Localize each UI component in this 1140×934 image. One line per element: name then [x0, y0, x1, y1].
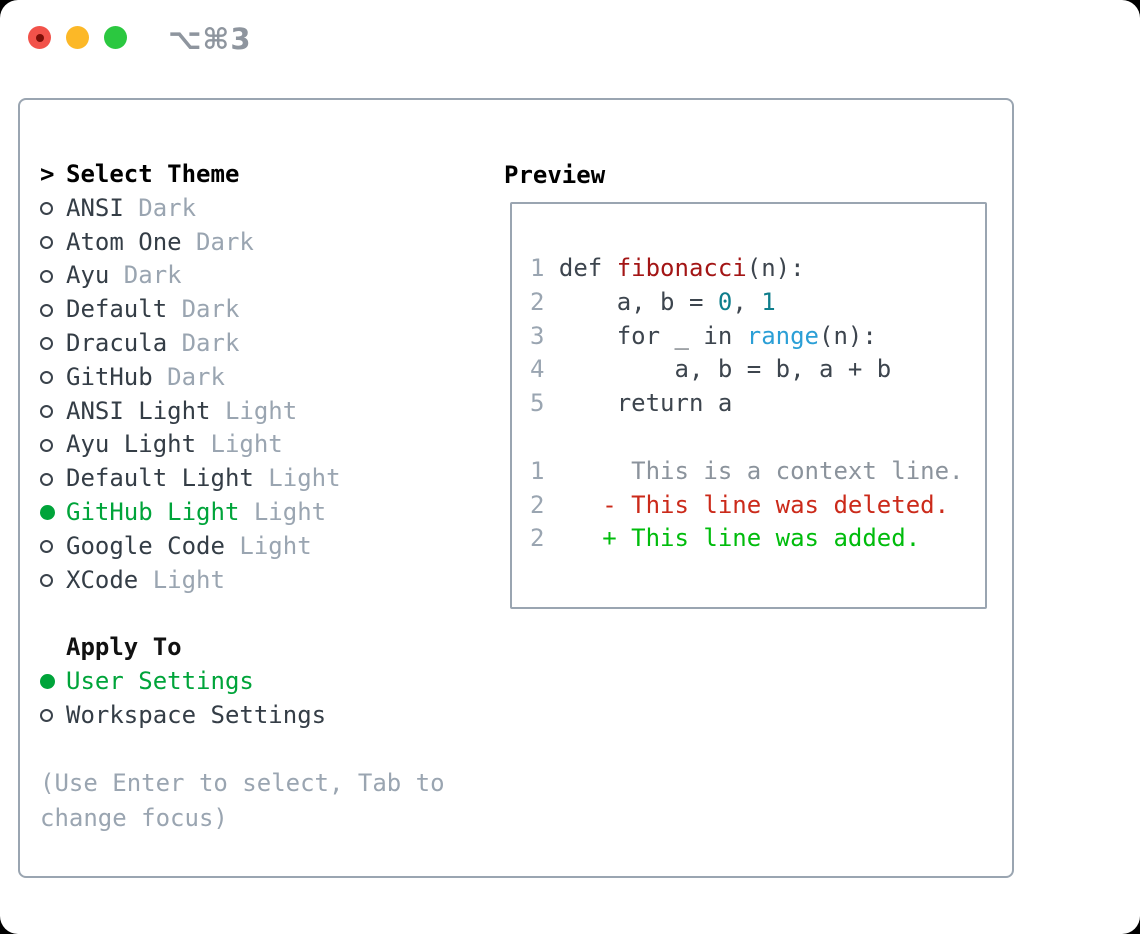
theme-item-ayu[interactable]: Ayu Dark: [40, 259, 480, 293]
preview-code-line: 2 - This line was deleted.: [530, 490, 950, 519]
preview-code-line: 1 def fibonacci(n):: [530, 254, 805, 282]
window-title: ⌥⌘3: [168, 22, 252, 56]
theme-item-atom-one[interactable]: Atom One Dark: [40, 226, 480, 260]
theme-item-xcode[interactable]: XCode Light: [40, 564, 480, 598]
theme-item-google-code[interactable]: Google Code Light: [40, 530, 480, 564]
select-theme-label: Select Theme: [66, 160, 240, 188]
item-variant-tag: Dark: [109, 261, 182, 290]
select-theme-header: > Select Theme: [40, 158, 480, 192]
item-variant-tag: Light: [253, 464, 341, 493]
item-label: Ayu: [66, 261, 110, 290]
item-label: Default: [66, 295, 168, 324]
apply-option-user-settings[interactable]: User Settings: [40, 665, 480, 699]
radio-unselected-icon: [40, 303, 53, 317]
preview-code-line: 5 return a: [530, 389, 733, 418]
theme-item-default[interactable]: Default Dark: [40, 293, 480, 327]
item-variant-tag: Dark: [152, 362, 225, 391]
theme-item-github[interactable]: GitHub Dark: [40, 361, 480, 395]
radio-unselected-icon: [40, 540, 53, 554]
item-variant-tag: Light: [138, 565, 225, 594]
theme-preview-box: 1 def fibonacci(n): 2 a, b = 0, 1 3 for _ …: [510, 202, 987, 609]
item-label: Dracula: [66, 328, 168, 357]
preview-code-line: 1 This is a context line.: [530, 456, 964, 485]
close-button[interactable]: [28, 26, 51, 49]
radio-unselected-icon: [40, 709, 53, 723]
item-label: Workspace Settings: [66, 700, 327, 729]
theme-item-default-light[interactable]: Default Light Light: [40, 462, 480, 496]
radio-selected-icon: [40, 505, 55, 521]
preview-code-line: 2 + This line was added.: [530, 524, 921, 553]
item-label: Google Code: [66, 531, 225, 560]
item-variant-tag: Dark: [167, 328, 240, 357]
apply-option-workspace-settings[interactable]: Workspace Settings: [40, 699, 480, 733]
item-label: GitHub Light: [66, 497, 240, 526]
item-label: ANSI: [66, 193, 124, 222]
preview-code-line: 2 a, b = 0, 1: [530, 287, 776, 316]
cursor-marker: >: [40, 158, 66, 192]
radio-unselected-icon: [40, 472, 53, 486]
item-variant-tag: Light: [196, 430, 283, 459]
theme-item-dracula[interactable]: Dracula Dark: [40, 327, 480, 361]
preview-code-line: 4 a, b = b, a + b: [530, 355, 892, 384]
item-variant-tag: Light: [210, 396, 298, 425]
keyboard-hint: (Use Enter to select, Tab to change focu…: [40, 769, 445, 832]
item-label: ANSI Light: [66, 396, 211, 425]
theme-item-ansi-light[interactable]: ANSI Light Light: [40, 395, 480, 429]
item-variant-tag: Dark: [167, 295, 240, 324]
item-variant-tag: Light: [239, 497, 327, 526]
theme-item-ayu-light[interactable]: Ayu Light Light: [40, 428, 480, 462]
apply-to-header-row: Apply To: [40, 631, 480, 665]
theme-item-github-light[interactable]: GitHub Light Light: [40, 496, 480, 530]
radio-unselected-icon: [40, 202, 53, 216]
theme-item-ansi[interactable]: ANSI Dark: [40, 192, 480, 226]
radio-selected-icon: [40, 674, 55, 690]
radio-unselected-icon: [40, 371, 53, 385]
radio-unselected-icon: [40, 404, 53, 418]
item-variant-tag: Dark: [181, 227, 254, 256]
close-dot-icon: [35, 33, 44, 42]
item-label: Default Light: [66, 464, 254, 493]
apply-to-label: Apply To: [66, 633, 182, 662]
radio-unselected-icon: [40, 235, 53, 249]
preview-label: Preview: [504, 160, 606, 189]
preview-code-line: 3 for _ in range(n):: [530, 321, 877, 350]
radio-unselected-icon: [40, 269, 53, 283]
item-label: Atom One: [66, 227, 182, 256]
minimize-button[interactable]: [66, 26, 89, 49]
item-label: User Settings: [66, 666, 254, 695]
item-label: XCode: [66, 565, 139, 594]
preview-code-line: [530, 421, 985, 455]
zoom-button[interactable]: [104, 26, 127, 49]
item-variant-tag: Dark: [123, 193, 197, 222]
cursor-icon: >: [40, 160, 55, 188]
radio-unselected-icon: [40, 573, 53, 587]
radio-unselected-icon: [40, 337, 53, 351]
traffic-lights: [28, 26, 127, 49]
radio-unselected-icon: [40, 438, 53, 452]
item-variant-tag: Light: [224, 531, 312, 560]
item-label: Ayu Light: [66, 430, 197, 459]
titlebar: ⌥⌘3: [0, 0, 1140, 76]
item-label: GitHub: [66, 362, 153, 391]
